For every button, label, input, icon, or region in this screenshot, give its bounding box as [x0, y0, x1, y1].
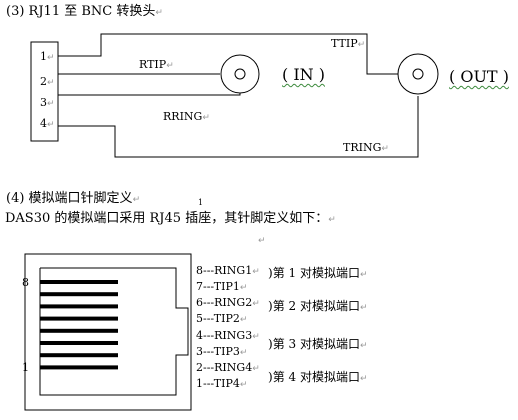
rj11-pin-1: 1↵ — [40, 50, 55, 64]
pin-list-row-4: 5---TIP2↵ — [196, 312, 248, 326]
connector-out-label: ( OUT ) — [449, 67, 509, 86]
section3-heading: (3) RJ11 至 BNC 转换头↵ — [6, 4, 163, 19]
socket-pin-8-label: 8 — [22, 276, 29, 289]
tring-label: TRING↵ — [343, 141, 389, 155]
rj45-pin-bar-7 — [40, 292, 118, 297]
bnc-out-inner — [412, 68, 424, 80]
pair-label-4: )第 4 对模拟端口↵ — [268, 370, 368, 384]
rring-label: RRING↵ — [163, 110, 210, 124]
rj45-description: DAS30 的模拟端口采用 RJ45 插座，其针脚定义如下：↵ — [5, 211, 336, 226]
pin-list-row-7: 2---RING4↵ — [196, 361, 260, 375]
rj45-pin-bar-6 — [40, 304, 118, 309]
rj45-pin-bar-2 — [40, 353, 118, 358]
ttip-label: TTIP↵ — [331, 37, 366, 51]
rtip-label: RTIP↵ — [139, 58, 174, 72]
rj11-pin-2: 2↵ — [40, 75, 55, 89]
rj45-pin-bar-4 — [40, 328, 118, 333]
footnote-mark: 1 — [198, 198, 204, 207]
connector-in-label: ( IN ) — [282, 65, 325, 84]
rj11-pin-4: 4↵ — [40, 117, 55, 131]
section4-heading: (4) 模拟端口针脚定义↵ — [6, 191, 141, 206]
pair-label-1: )第 1 对模拟端口↵ — [268, 266, 368, 280]
rj45-pin-bar-3 — [40, 341, 118, 345]
tring-wire — [58, 96, 419, 158]
rj45-inner-outline — [39, 267, 189, 396]
blank-paragraph-mark: ↵ — [258, 236, 266, 246]
socket-pin-1-label: 1 — [22, 361, 29, 374]
rj11-pin-3: 3↵ — [40, 96, 55, 110]
rj45-pin-bars — [40, 280, 118, 370]
ttip-wire — [58, 33, 398, 75]
rj45-pin-bar-8 — [40, 280, 118, 284]
bnc-in-inner — [234, 68, 246, 80]
pin-list-row-8: 1---TIP4↵ — [196, 377, 248, 391]
pin-list-row-2: 7---TIP1↵ — [196, 280, 248, 294]
pin-list-row-3: 6---RING2↵ — [196, 296, 260, 310]
rj45-pin-bar-5 — [40, 316, 118, 321]
pair-label-2: )第 2 对模拟端口↵ — [268, 299, 368, 313]
pair-label-3: )第 3 对模拟端口↵ — [268, 337, 368, 351]
pin-list-row-1: 8---RING1↵ — [196, 264, 260, 278]
pin-list-row-6: 3---TIP3↵ — [196, 345, 248, 359]
rj45-outer-frame — [24, 253, 192, 411]
rj45-pin-bar-1 — [40, 365, 118, 370]
bnc-out-outer — [397, 53, 439, 95]
rj11-block — [30, 41, 59, 142]
pin-list-row-5: 4---RING3↵ — [196, 329, 260, 343]
bnc-in-outer — [220, 54, 260, 94]
